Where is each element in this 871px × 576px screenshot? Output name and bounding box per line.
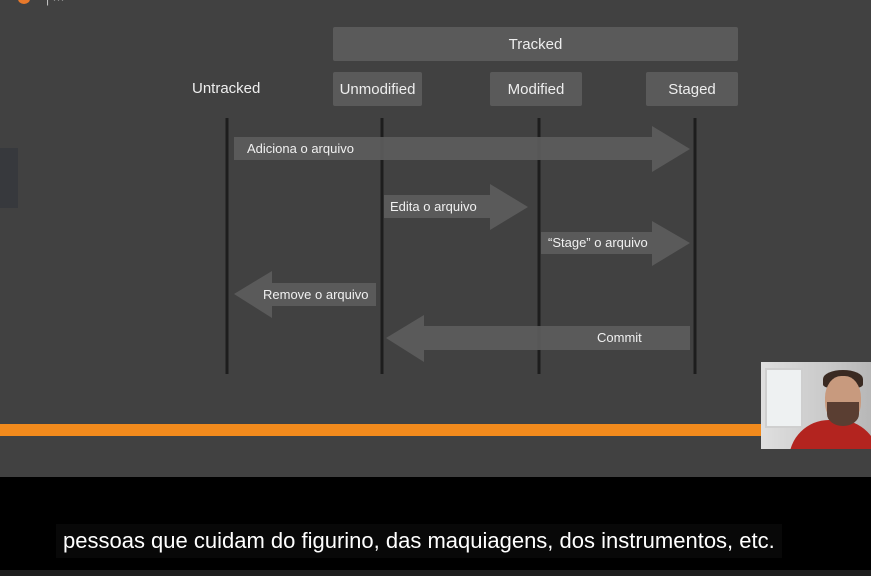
- presentation-slide: | ··· Tracked Untracked Unmodified Modif…: [0, 0, 871, 477]
- arrow-commit-label: Commit: [597, 330, 642, 345]
- webcam-overlay: [761, 362, 871, 449]
- player-bottom-strip: [0, 570, 871, 576]
- arrow-edita-label: Edita o arquivo: [390, 199, 477, 214]
- subtitle-caption: pessoas que cuidam do figurino, das maqu…: [56, 524, 782, 558]
- logo-text: | ···: [46, 0, 64, 6]
- state-staged: Staged: [668, 80, 716, 98]
- state-unmodified-box: Unmodified: [333, 72, 422, 106]
- arrow-remove-label: Remove o arquivo: [263, 287, 369, 302]
- side-tab: [0, 148, 18, 208]
- state-unmodified: Unmodified: [339, 80, 416, 98]
- arrow-commit: [386, 315, 690, 362]
- state-untracked: Untracked: [192, 80, 261, 97]
- tracked-group-label: Tracked: [508, 35, 563, 53]
- arrow-stage: [541, 221, 690, 266]
- state-modified-box: Modified: [490, 72, 582, 106]
- state-modified: Modified: [507, 80, 565, 98]
- accent-bar: [0, 424, 871, 436]
- state-staged-box: Staged: [646, 72, 738, 106]
- webcam-window: [765, 368, 803, 428]
- webcam-person-beard: [827, 402, 859, 426]
- arrow-adiciona-label: Adiciona o arquivo: [247, 141, 354, 156]
- tracked-group-box: Tracked: [333, 27, 738, 61]
- arrow-remove: [234, 271, 376, 318]
- arrow-adiciona: [234, 126, 690, 172]
- state-flow-diagram: Adiciona o arquivo Edita o arquivo “Stag…: [225, 118, 697, 374]
- logo-icon: [18, 0, 30, 4]
- arrow-stage-label: “Stage” o arquivo: [548, 235, 648, 250]
- arrow-edita: [384, 184, 528, 230]
